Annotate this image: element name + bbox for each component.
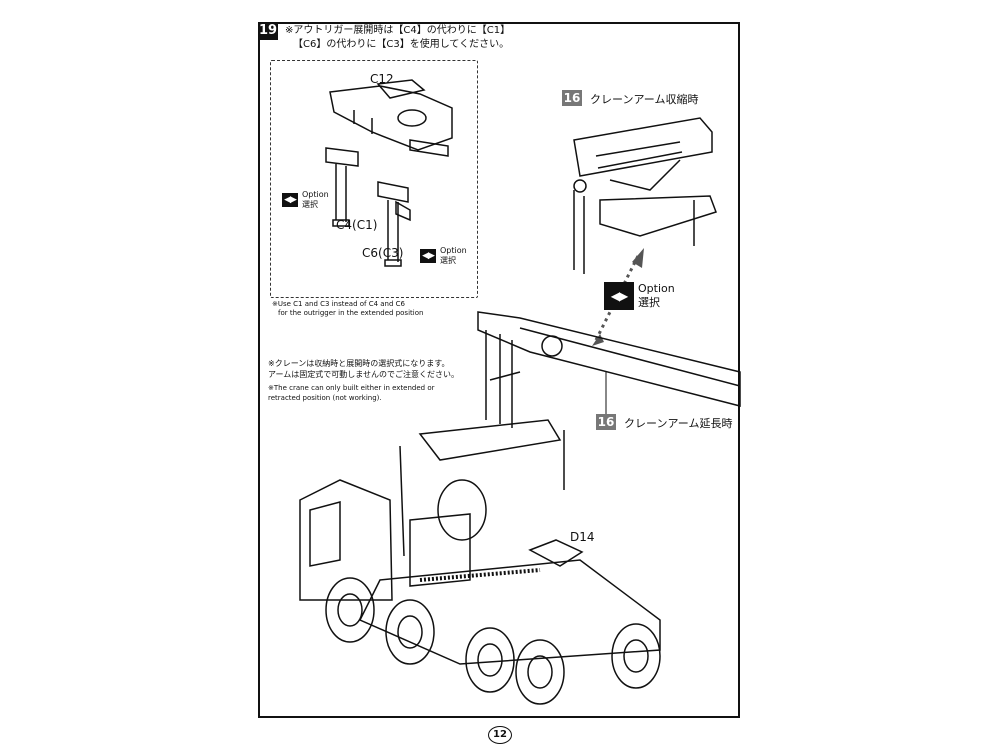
part-label-c12: C12 xyxy=(370,72,394,86)
option-select-crane: ◀▶ Option 選択 xyxy=(604,282,675,310)
crane-note-jp-line1: ※クレーンは収納時と展開時の選択式になります。 xyxy=(268,359,450,368)
substep-label-retracted: クレーンアーム収縮時 xyxy=(590,93,699,106)
c6-part-drawing xyxy=(377,181,411,267)
substep-badge-retracted: 16 xyxy=(562,90,582,106)
option-select-icon: ◀▶ xyxy=(420,249,436,263)
extended-crane-drawing xyxy=(477,311,741,428)
crane-note-en-line2: retracted position (not working). xyxy=(268,394,382,402)
option-select-icon: ◀▶ xyxy=(604,282,634,310)
option-select-c4: ◀▶ Option 選択 xyxy=(282,190,329,210)
step-note-line2: 【C6】の代わりに【C3】を使用してください。 xyxy=(293,39,510,50)
step-number: 19 xyxy=(258,22,278,40)
page-number: 12 xyxy=(488,726,512,744)
substep-badge-extended: 16 xyxy=(596,414,616,430)
c12-part-drawing xyxy=(329,79,453,157)
arrowhead-icon xyxy=(632,248,644,268)
outrigger-option-box xyxy=(270,60,478,298)
substep-label-extended: クレーンアーム延長時 xyxy=(624,417,733,430)
option-label-en: Option xyxy=(302,190,329,199)
part-label-d14: D14 xyxy=(570,530,595,544)
c4-part-drawing xyxy=(325,147,359,227)
option-select-icon: ◀▶ xyxy=(282,193,298,207)
option-label-jp: 選択 xyxy=(638,296,660,309)
step-frame xyxy=(258,22,740,718)
option-label-jp: 選択 xyxy=(302,200,318,209)
option-select-c6: ◀▶ Option 選択 xyxy=(420,246,467,266)
dashed-arrow-icon xyxy=(594,255,640,341)
option-label-en: Option xyxy=(638,282,675,295)
option-label-jp: 選択 xyxy=(440,256,456,265)
crane-note-jp-line2: アームは固定式で可動しませんのでご注意ください。 xyxy=(268,370,460,379)
truck-drawing xyxy=(299,419,661,705)
part-label-c4: C4(C1) xyxy=(336,218,378,232)
part-label-c6: C6(C3) xyxy=(362,246,404,260)
crane-note-en-line1: ※The crane can only built either in exte… xyxy=(268,384,435,392)
outrigger-note-line1: ※Use C1 and C3 instead of C4 and C6 xyxy=(272,300,406,308)
outrigger-note-line2: for the outrigger in the extended positi… xyxy=(278,309,424,317)
option-label-en: Option xyxy=(440,246,467,255)
step-note-line1: ※アウトリガー展開時は【C4】の代わりに【C1】 xyxy=(285,25,511,36)
retracted-crane-drawing xyxy=(573,117,717,274)
